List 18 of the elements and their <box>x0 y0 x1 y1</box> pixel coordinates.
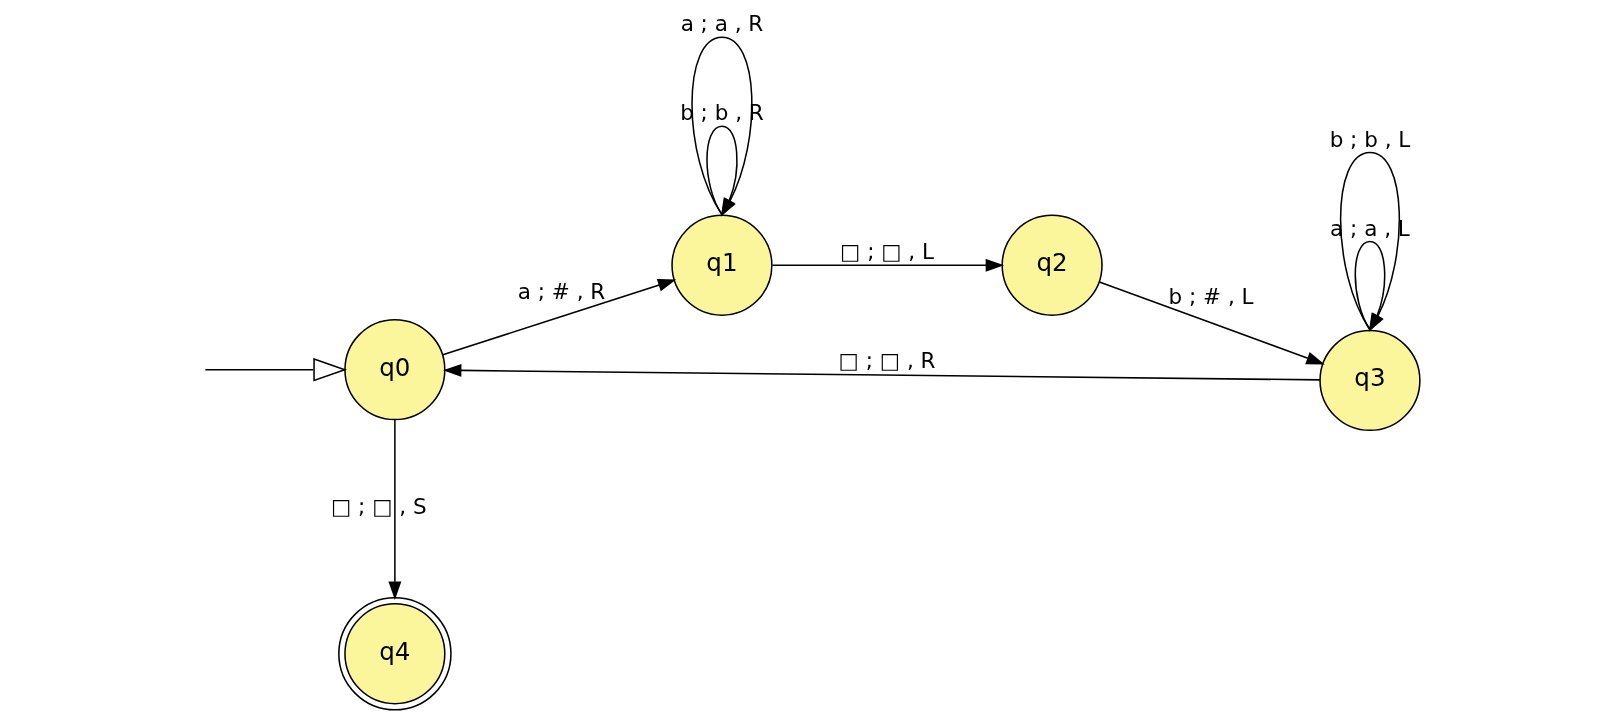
edge-label: □ ; □ , L <box>839 239 934 265</box>
arrow <box>441 279 676 356</box>
arrow <box>771 258 1004 272</box>
arrow <box>1098 281 1325 365</box>
edge-label: a ; # , R <box>517 279 605 305</box>
edge-label: □ ; □ , S <box>330 494 427 520</box>
arrow <box>204 357 347 382</box>
arrow <box>387 419 401 600</box>
edge-label: □ ; □ , R <box>838 348 935 374</box>
node-circle: q2 <box>1000 214 1103 316</box>
arrow <box>442 363 1321 381</box>
node-circle: q1 <box>670 214 773 316</box>
edge-label: a ; a , R <box>680 11 763 37</box>
edge-label: b ; b , L <box>1329 126 1410 152</box>
node-circle: q4 <box>337 596 452 711</box>
node-circle: q3 <box>1318 329 1421 432</box>
edge-label: b ; # , L <box>1168 283 1254 309</box>
node-circle: q0 <box>343 319 446 421</box>
